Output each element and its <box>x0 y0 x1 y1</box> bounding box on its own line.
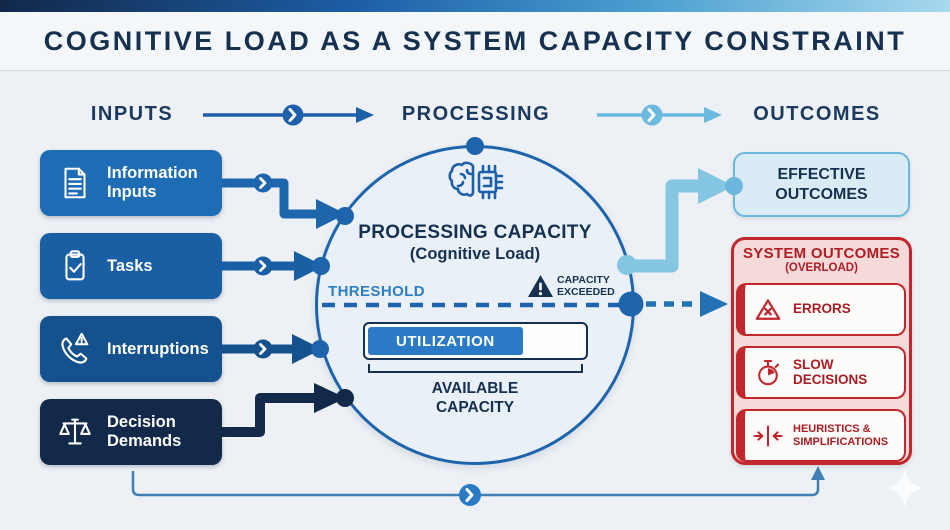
system-outcomes-subtitle: (OVERLOAD) <box>785 262 858 274</box>
utilization-bar[interactable]: UTILIZATION <box>363 322 588 360</box>
feedback-loop-arrow <box>131 466 825 506</box>
stopwatch-icon <box>751 357 785 389</box>
utilization-fill: UTILIZATION <box>368 327 523 355</box>
capacity-exceeded-label: CAPACITY EXCEEDED <box>557 274 615 299</box>
arrow-inputs-to-processing <box>203 104 374 126</box>
processing-subtitle: (Cognitive Load) <box>409 245 541 263</box>
warning-triangle-icon <box>527 274 554 299</box>
header-outcomes: OUTCOMES <box>753 103 881 125</box>
processing-title: PROCESSING CAPACITY <box>358 222 592 243</box>
available-capacity-label: AVAILABLE CAPACITY <box>431 380 519 416</box>
system-outcomes-title: SYSTEM OUTCOMES <box>742 245 900 262</box>
outcome-item-label: ERRORS <box>793 301 851 317</box>
document-icon <box>56 164 94 202</box>
outcome-item-slow-decisions[interactable]: SLOW DECISIONS <box>736 346 906 399</box>
utilization-label: UTILIZATION <box>395 332 495 350</box>
clipboard-check-icon <box>56 247 94 285</box>
title-band: COGNITIVE LOAD AS A SYSTEM CAPACITY CONS… <box>0 12 950 71</box>
input-box-tasks[interactable]: Tasks <box>40 233 222 299</box>
phone-alert-icon <box>56 330 94 368</box>
header-inputs: INPUTS <box>90 103 174 125</box>
scale-icon <box>56 413 94 451</box>
input-label: Tasks <box>107 256 153 275</box>
input-label: Information Inputs <box>107 164 198 201</box>
input-box-interruptions[interactable]: Interruptions <box>40 316 222 382</box>
input-box-information-inputs[interactable]: Information Inputs <box>40 150 222 216</box>
arrow-interruptions <box>222 334 322 364</box>
arrow-information-inputs <box>222 173 346 229</box>
arrow-to-system-outcomes <box>646 291 728 317</box>
outcome-item-errors[interactable]: ERRORS <box>736 283 906 336</box>
arrow-processing-to-outcomes <box>597 104 722 126</box>
input-box-decision-demands[interactable]: Decision Demands <box>40 399 222 465</box>
arrow-to-effective-outcomes <box>620 168 734 273</box>
brain-chip-icon <box>443 156 507 216</box>
sparkle-icon <box>887 468 923 508</box>
arrow-tasks <box>222 251 324 281</box>
effective-outcomes-box[interactable]: EFFECTIVE OUTCOMES <box>733 152 910 217</box>
outcome-item-heuristics[interactable]: HEURISTICS & SIMPLIFICATIONS <box>736 409 906 462</box>
page-title: COGNITIVE LOAD AS A SYSTEM CAPACITY CONS… <box>43 25 907 56</box>
outcome-item-label: HEURISTICS & SIMPLIFICATIONS <box>793 423 889 448</box>
top-gradient-bar <box>0 0 950 12</box>
header-processing: PROCESSING <box>401 103 551 125</box>
outcome-item-label: SLOW DECISIONS <box>793 356 868 387</box>
effective-outcomes-label: EFFECTIVE OUTCOMES <box>775 166 868 203</box>
error-triangle-icon <box>751 294 785 326</box>
input-label: Interruptions <box>107 339 209 358</box>
arrow-decision-demands <box>222 383 346 437</box>
threshold-label: THRESHOLD <box>328 283 425 300</box>
input-label: Decision Demands <box>107 413 182 450</box>
compress-arrows-icon <box>751 420 785 452</box>
available-capacity-bracket <box>368 364 583 373</box>
